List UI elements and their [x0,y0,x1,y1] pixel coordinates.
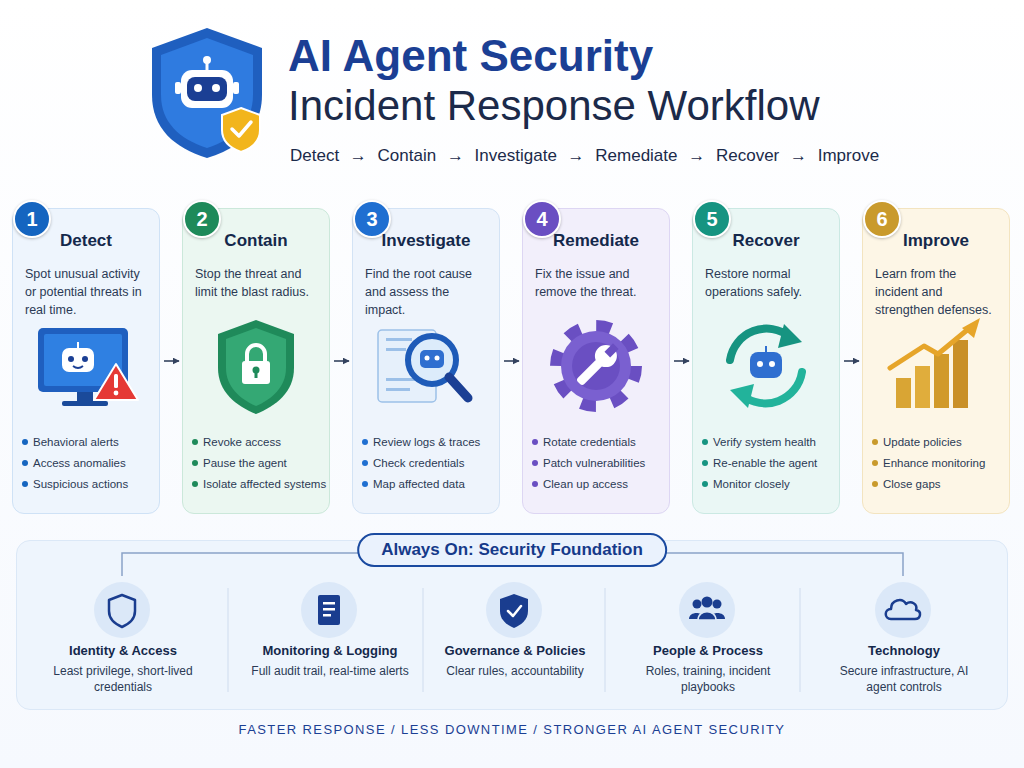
foundation-pillar: Identity & AccessLeast privilege, short-… [27,643,219,703]
pillar-description: Clear rules, accountability [435,663,595,679]
step-description: Stop the threat and limit the blast radi… [195,265,321,301]
foundation-pillar: Governance & PoliciesClear rules, accoun… [419,643,611,703]
step-bullet: Behavioral alerts [33,435,157,449]
step-card: 4RemediateFix the issue and remove the t… [522,208,670,514]
step-heading: Remediate [527,231,665,251]
diagram-title: AI Agent Security [288,30,653,82]
foundation-pillar: TechnologySecure infrastructure, AI agen… [808,643,1000,703]
logo-shield-part [175,82,181,94]
step-heading: Investigate [357,231,495,251]
step-heading: Recover [697,231,835,251]
step-description: Find the root cause and assess the impac… [365,265,491,319]
step-bullet: Revoke access [203,435,327,449]
footer-tagline: FASTER RESPONSE / LESS DOWNTIME / STRONG… [0,722,1024,737]
pillar-heading: Technology [808,643,1000,658]
logo-shield-part [181,70,233,108]
flow-arrow [844,360,859,362]
step-description: Fix the issue and remove the threat. [535,265,661,301]
step-number: 6 [863,200,901,238]
flow-arrow [674,360,689,362]
step-bullet: Suspicious actions [33,477,157,491]
logo-shield-part [194,84,202,92]
step-bullet: Rotate credentials [543,435,667,449]
step-number: 5 [693,200,731,238]
pillar-heading: Monitoring & Logging [234,643,426,658]
logo-shield-part [222,108,260,152]
step-bullet: Map affected data [373,477,497,491]
pillar-heading: People & Process [612,643,804,658]
step-card: 2ContainStop the threat and limit the bl… [182,208,330,514]
foundation-panel: Always On: Security FoundationIdentity &… [16,540,1008,710]
logo-shield-part [232,122,251,136]
logo-shield-part [212,84,220,92]
step-card: 6ImproveLearn from the incident and stre… [862,208,1010,514]
step-bullet: Review logs & traces [373,435,497,449]
step-card: 3InvestigateFind the root cause and asse… [352,208,500,514]
step-card: 5RecoverRestore normal operations safely… [692,208,840,514]
pillar-description: Roles, training, incident playbooks [628,663,788,695]
logo-shield-part [233,82,239,94]
logo-shield-part [206,62,209,70]
logo-shield-part [152,28,262,158]
foundation-pillar: People & ProcessRoles, training, inciden… [612,643,804,703]
step-bullet: Verify system health [713,435,837,449]
step-number: 2 [183,200,221,238]
step-bullet: Pause the agent [203,456,327,470]
step-bullet: Re-enable the agent [713,456,837,470]
flow-arrow [334,360,349,362]
logo-shield-part [187,77,227,101]
step-heading: Contain [187,231,325,251]
step-heading: Improve [867,231,1005,251]
logo-shield-part [161,38,253,148]
flow-arrow [504,360,519,362]
step-heading: Detect [17,231,155,251]
logo-shield [152,28,262,158]
logo-shield-part [203,56,211,64]
pillar-description: Secure infrastructure, AI agent controls [824,663,984,695]
pillar-heading: Identity & Access [27,643,219,658]
foundation-heading: Always On: Security Foundation [357,533,667,567]
step-number: 1 [13,200,51,238]
step-card: 1DetectSpot unusual activity or potentia… [12,208,160,514]
subtitle: Incident Response Workflow [288,82,819,130]
step-description: Spot unusual activity or potential threa… [25,265,151,319]
foundation-pillar: Monitoring & LoggingFull audit trail, re… [234,643,426,703]
pillar-heading: Governance & Policies [419,643,611,658]
flow-arrow [164,360,179,362]
step-bullet: Clean up access [543,477,667,491]
step-bullet: Access anomalies [33,456,157,470]
step-bullet: Update policies [883,435,1007,449]
pillar-description: Least privilege, short-lived credentials [43,663,203,695]
step-bullet: Close gaps [883,477,1007,491]
step-bullet: Check credentials [373,456,497,470]
step-description: Restore normal operations safely. [705,265,831,301]
workflow-steps: Detect → Contain → Investigate → Remedia… [290,145,879,167]
step-bullet: Enhance monitoring [883,456,1007,470]
step-bullet: Patch vulnerabilities [543,456,667,470]
step-description: Learn from the incident and strengthen d… [875,265,1001,319]
step-bullet: Isolate affected systems [203,477,327,491]
step-bullet: Monitor closely [713,477,837,491]
pillar-description: Full audit trail, real-time alerts [250,663,410,679]
